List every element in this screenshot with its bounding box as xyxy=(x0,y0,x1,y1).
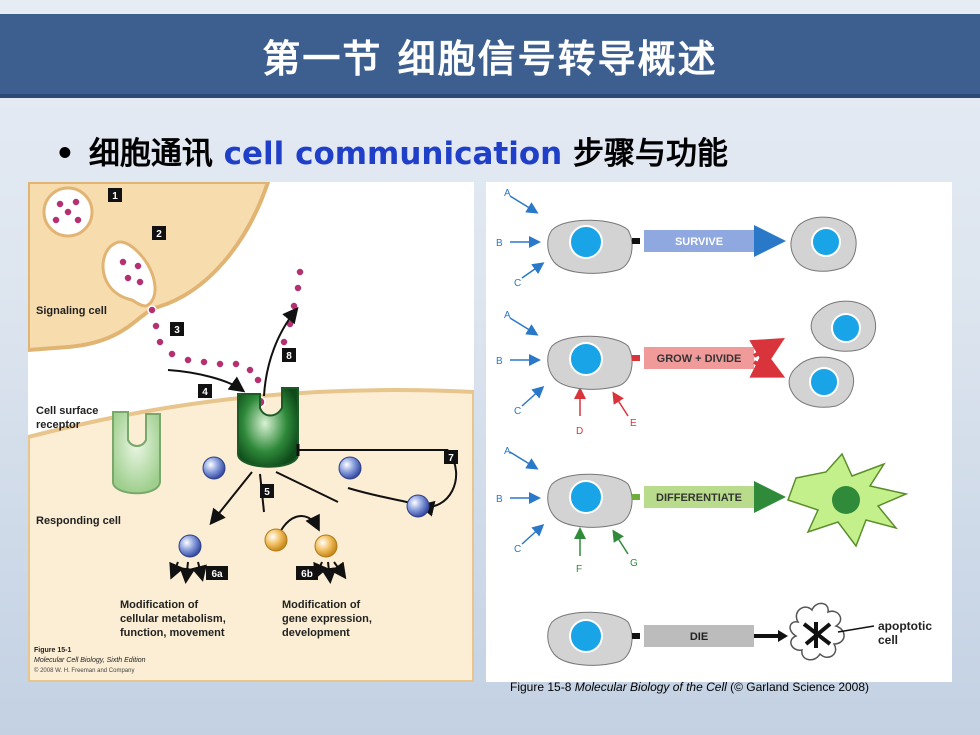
cell-signaling-figure: 1 2 3 4 5 6a 6b 7 8 Signaling cell Cell … xyxy=(28,182,474,682)
cell-fate-figure: A B C SURVIVE A B C D E GROW + DIVIDE xyxy=(486,182,952,682)
signal-C: C xyxy=(514,544,521,555)
caption-book: Molecular Biology of the Cell xyxy=(574,680,727,694)
step-label-6b: 6b xyxy=(301,569,313,580)
row-grow-divide: A B C D E GROW + DIVIDE xyxy=(496,300,876,437)
row-survive: A B C SURVIVE xyxy=(496,188,857,289)
receptor-label-line2: receptor xyxy=(36,419,81,431)
fig-label: Figure 15-1 xyxy=(34,647,71,654)
outcome-grow-divide: GROW + DIVIDE xyxy=(657,353,742,365)
mod-a-line2: cellular metabolism, xyxy=(120,613,226,625)
figure-caption: Figure 15-8 Molecular Biology of the Cel… xyxy=(510,680,869,694)
apoptotic-label-line1: apoptotic xyxy=(878,619,932,633)
step-label-7: 7 xyxy=(448,453,454,464)
signal-A: A xyxy=(504,446,511,457)
apoptotic-label-line2: cell xyxy=(878,633,898,647)
outcome-differentiate: DIFFERENTIATE xyxy=(656,492,742,504)
responding-cell-label: Responding cell xyxy=(36,515,121,527)
step-label-4: 4 xyxy=(202,387,208,398)
caption-prefix: Figure 15-8 xyxy=(510,680,575,694)
step-label-5: 5 xyxy=(264,487,270,498)
signal-A: A xyxy=(504,310,511,321)
title-bar: 第一节 细胞信号转导概述 xyxy=(0,14,980,98)
bullet-zh-suffix: 步骤与功能 xyxy=(562,136,729,172)
signal-G: G xyxy=(630,558,638,569)
step-label-2: 2 xyxy=(156,229,162,240)
mod-a-line1: Modification of xyxy=(120,599,199,611)
signal-D: D xyxy=(576,426,583,437)
signal-B: B xyxy=(496,494,503,505)
fig-book: Molecular Cell Biology, Sixth Edition xyxy=(34,657,146,664)
bullet-point: • 细胞通讯 cell communication 步骤与功能 xyxy=(55,128,728,173)
mod-a-line3: function, movement xyxy=(120,627,225,639)
signaling-cell-label: Signaling cell xyxy=(36,305,107,317)
row-die: DIE apoptotic cell xyxy=(547,602,932,666)
step-label-8: 8 xyxy=(286,351,292,362)
mod-b-line1: Modification of xyxy=(282,599,361,611)
slide-title: 第一节 细胞信号转导概述 xyxy=(262,37,718,81)
outcome-survive: SURVIVE xyxy=(675,236,723,248)
caption-suffix: (© Garland Science 2008) xyxy=(726,680,870,694)
step-label-1: 1 xyxy=(112,191,118,202)
mod-b-line3: development xyxy=(282,627,350,639)
signaling-diagram: 1 2 3 4 5 6a 6b 7 8 Signaling cell Cell … xyxy=(28,182,474,682)
signal-C: C xyxy=(514,278,521,289)
step-label-6a: 6a xyxy=(211,569,223,580)
signal-B: B xyxy=(496,238,503,249)
bullet-zh-prefix: 细胞通讯 xyxy=(88,136,224,172)
signal-F: F xyxy=(576,564,582,575)
fig-copyright: © 2008 W. H. Freeman and Company xyxy=(34,667,134,674)
mod-b-line2: gene expression, xyxy=(282,613,372,625)
receptor-label-line1: Cell surface xyxy=(36,405,98,417)
bullet-symbol: • xyxy=(55,136,75,172)
cell-fate-diagram: A B C SURVIVE A B C D E GROW + DIVIDE xyxy=(496,188,932,666)
signal-B: B xyxy=(496,356,503,367)
row-differentiate: A B C F G DIFFERENTIATE xyxy=(496,446,909,575)
signal-E: E xyxy=(630,418,637,429)
outcome-die: DIE xyxy=(690,631,708,643)
step-label-3: 3 xyxy=(174,325,180,336)
signal-C: C xyxy=(514,406,521,417)
bullet-en-term: cell communication xyxy=(223,136,563,172)
signal-A: A xyxy=(504,188,511,199)
